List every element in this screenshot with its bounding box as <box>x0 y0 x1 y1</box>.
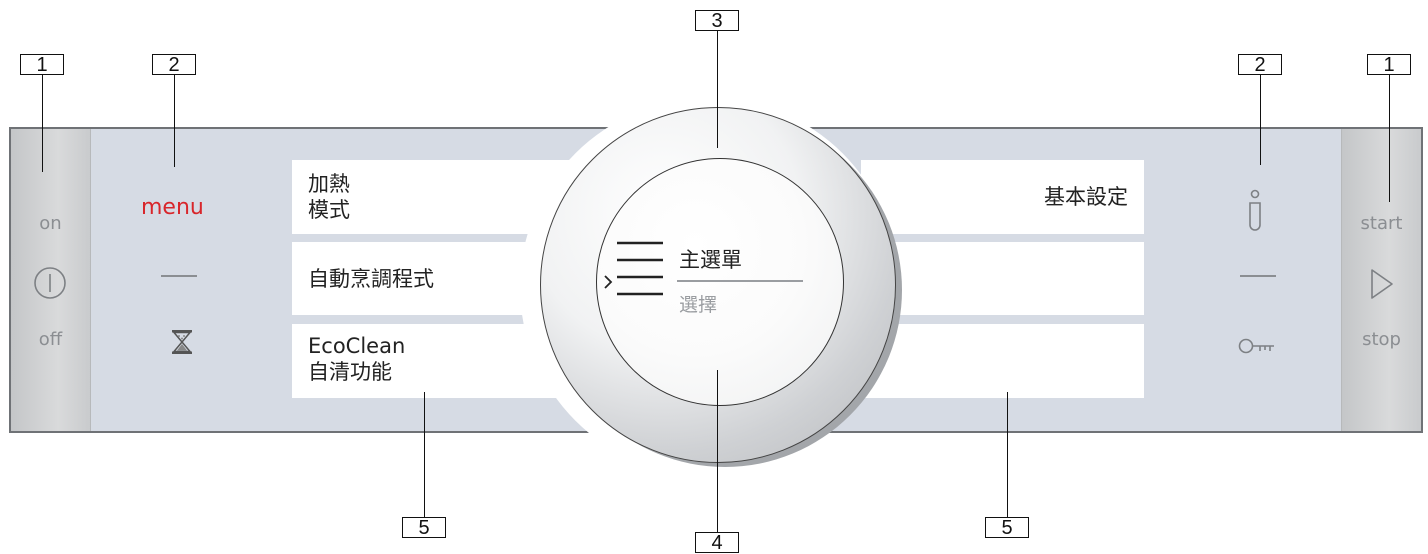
callout-1-right: 1 <box>1367 54 1411 76</box>
start-stop-strip: start stop <box>1341 129 1421 431</box>
menu-button[interactable]: menu <box>141 195 204 220</box>
callout-line <box>1007 392 1008 517</box>
stop-label: stop <box>1362 329 1401 350</box>
callout-line <box>424 392 425 517</box>
field-label: 基本設定 <box>1044 185 1128 209</box>
hourglass-icon[interactable] <box>171 329 193 355</box>
knob-menu-subtitle: 選擇 <box>679 294 718 316</box>
callout-2-right: 2 <box>1238 54 1282 76</box>
callout-line <box>42 75 43 172</box>
callout-line <box>1260 75 1261 165</box>
right-field-2[interactable] <box>861 242 1144 315</box>
right-field-3[interactable] <box>861 324 1144 398</box>
power-strip: on off <box>11 129 91 431</box>
knob-separator <box>677 280 803 282</box>
callout-5-right: 5 <box>985 517 1029 539</box>
knob-menu-title: 主選單 <box>679 248 742 272</box>
field-label: 加熱 模式 <box>308 172 350 222</box>
play-icon[interactable] <box>1368 267 1396 301</box>
right-divider <box>1240 275 1276 277</box>
field-label: EcoClean 自清功能 <box>308 334 406 384</box>
off-label: off <box>38 329 63 350</box>
callout-5-left: 5 <box>402 517 446 539</box>
callout-line <box>717 370 718 533</box>
callout-line <box>1389 75 1390 202</box>
callout-line <box>717 31 718 148</box>
callout-4-bottom: 4 <box>695 532 739 554</box>
power-icon[interactable] <box>32 265 68 301</box>
left-divider <box>161 275 197 277</box>
hamburger-menu-icon <box>617 241 663 296</box>
on-label: on <box>39 213 62 234</box>
key-icon[interactable] <box>1238 337 1278 355</box>
callout-1-left: 1 <box>20 54 64 76</box>
callout-3-top: 3 <box>695 10 739 32</box>
knob-display[interactable] <box>596 158 844 406</box>
chevron-right-icon <box>604 275 613 289</box>
callout-line <box>174 75 175 167</box>
field-label: 自動烹調程式 <box>308 267 434 291</box>
start-label: start <box>1360 213 1403 234</box>
info-icon[interactable] <box>1245 189 1265 233</box>
callout-2-left: 2 <box>152 54 196 76</box>
basic-settings-field[interactable]: 基本設定 <box>861 160 1144 234</box>
